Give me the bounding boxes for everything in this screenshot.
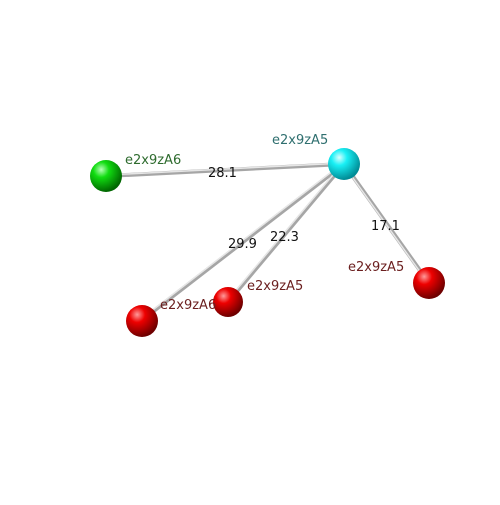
node-green-sphere[interactable]: [90, 160, 122, 192]
node-hub-sphere[interactable]: [328, 148, 360, 180]
node-red-left-label: e2x9zA6: [160, 298, 216, 313]
edge-hub-red-middle: [226, 162, 346, 304]
edge-label-hub-red-right: 17.1: [371, 219, 400, 234]
edge-label-hub-green: 28.1: [208, 166, 237, 181]
edge-hub-red-left: [140, 162, 346, 322]
node-red-right-sphere[interactable]: [413, 267, 445, 299]
edge-label-hub-red-middle: 22.3: [270, 230, 299, 245]
edge-hub-red-right: [342, 162, 431, 285]
edge-label-hub-red-left: 29.9: [228, 237, 257, 252]
edge-hub-green: [105, 162, 345, 178]
node-green-label: e2x9zA6: [125, 153, 181, 168]
node-hub-label: e2x9zA5: [272, 133, 328, 148]
node-red-middle-label: e2x9zA5: [247, 279, 303, 294]
node-red-right-label: e2x9zA5: [348, 260, 404, 275]
node-red-middle-sphere[interactable]: [213, 287, 243, 317]
node-red-left-sphere[interactable]: [126, 305, 158, 337]
